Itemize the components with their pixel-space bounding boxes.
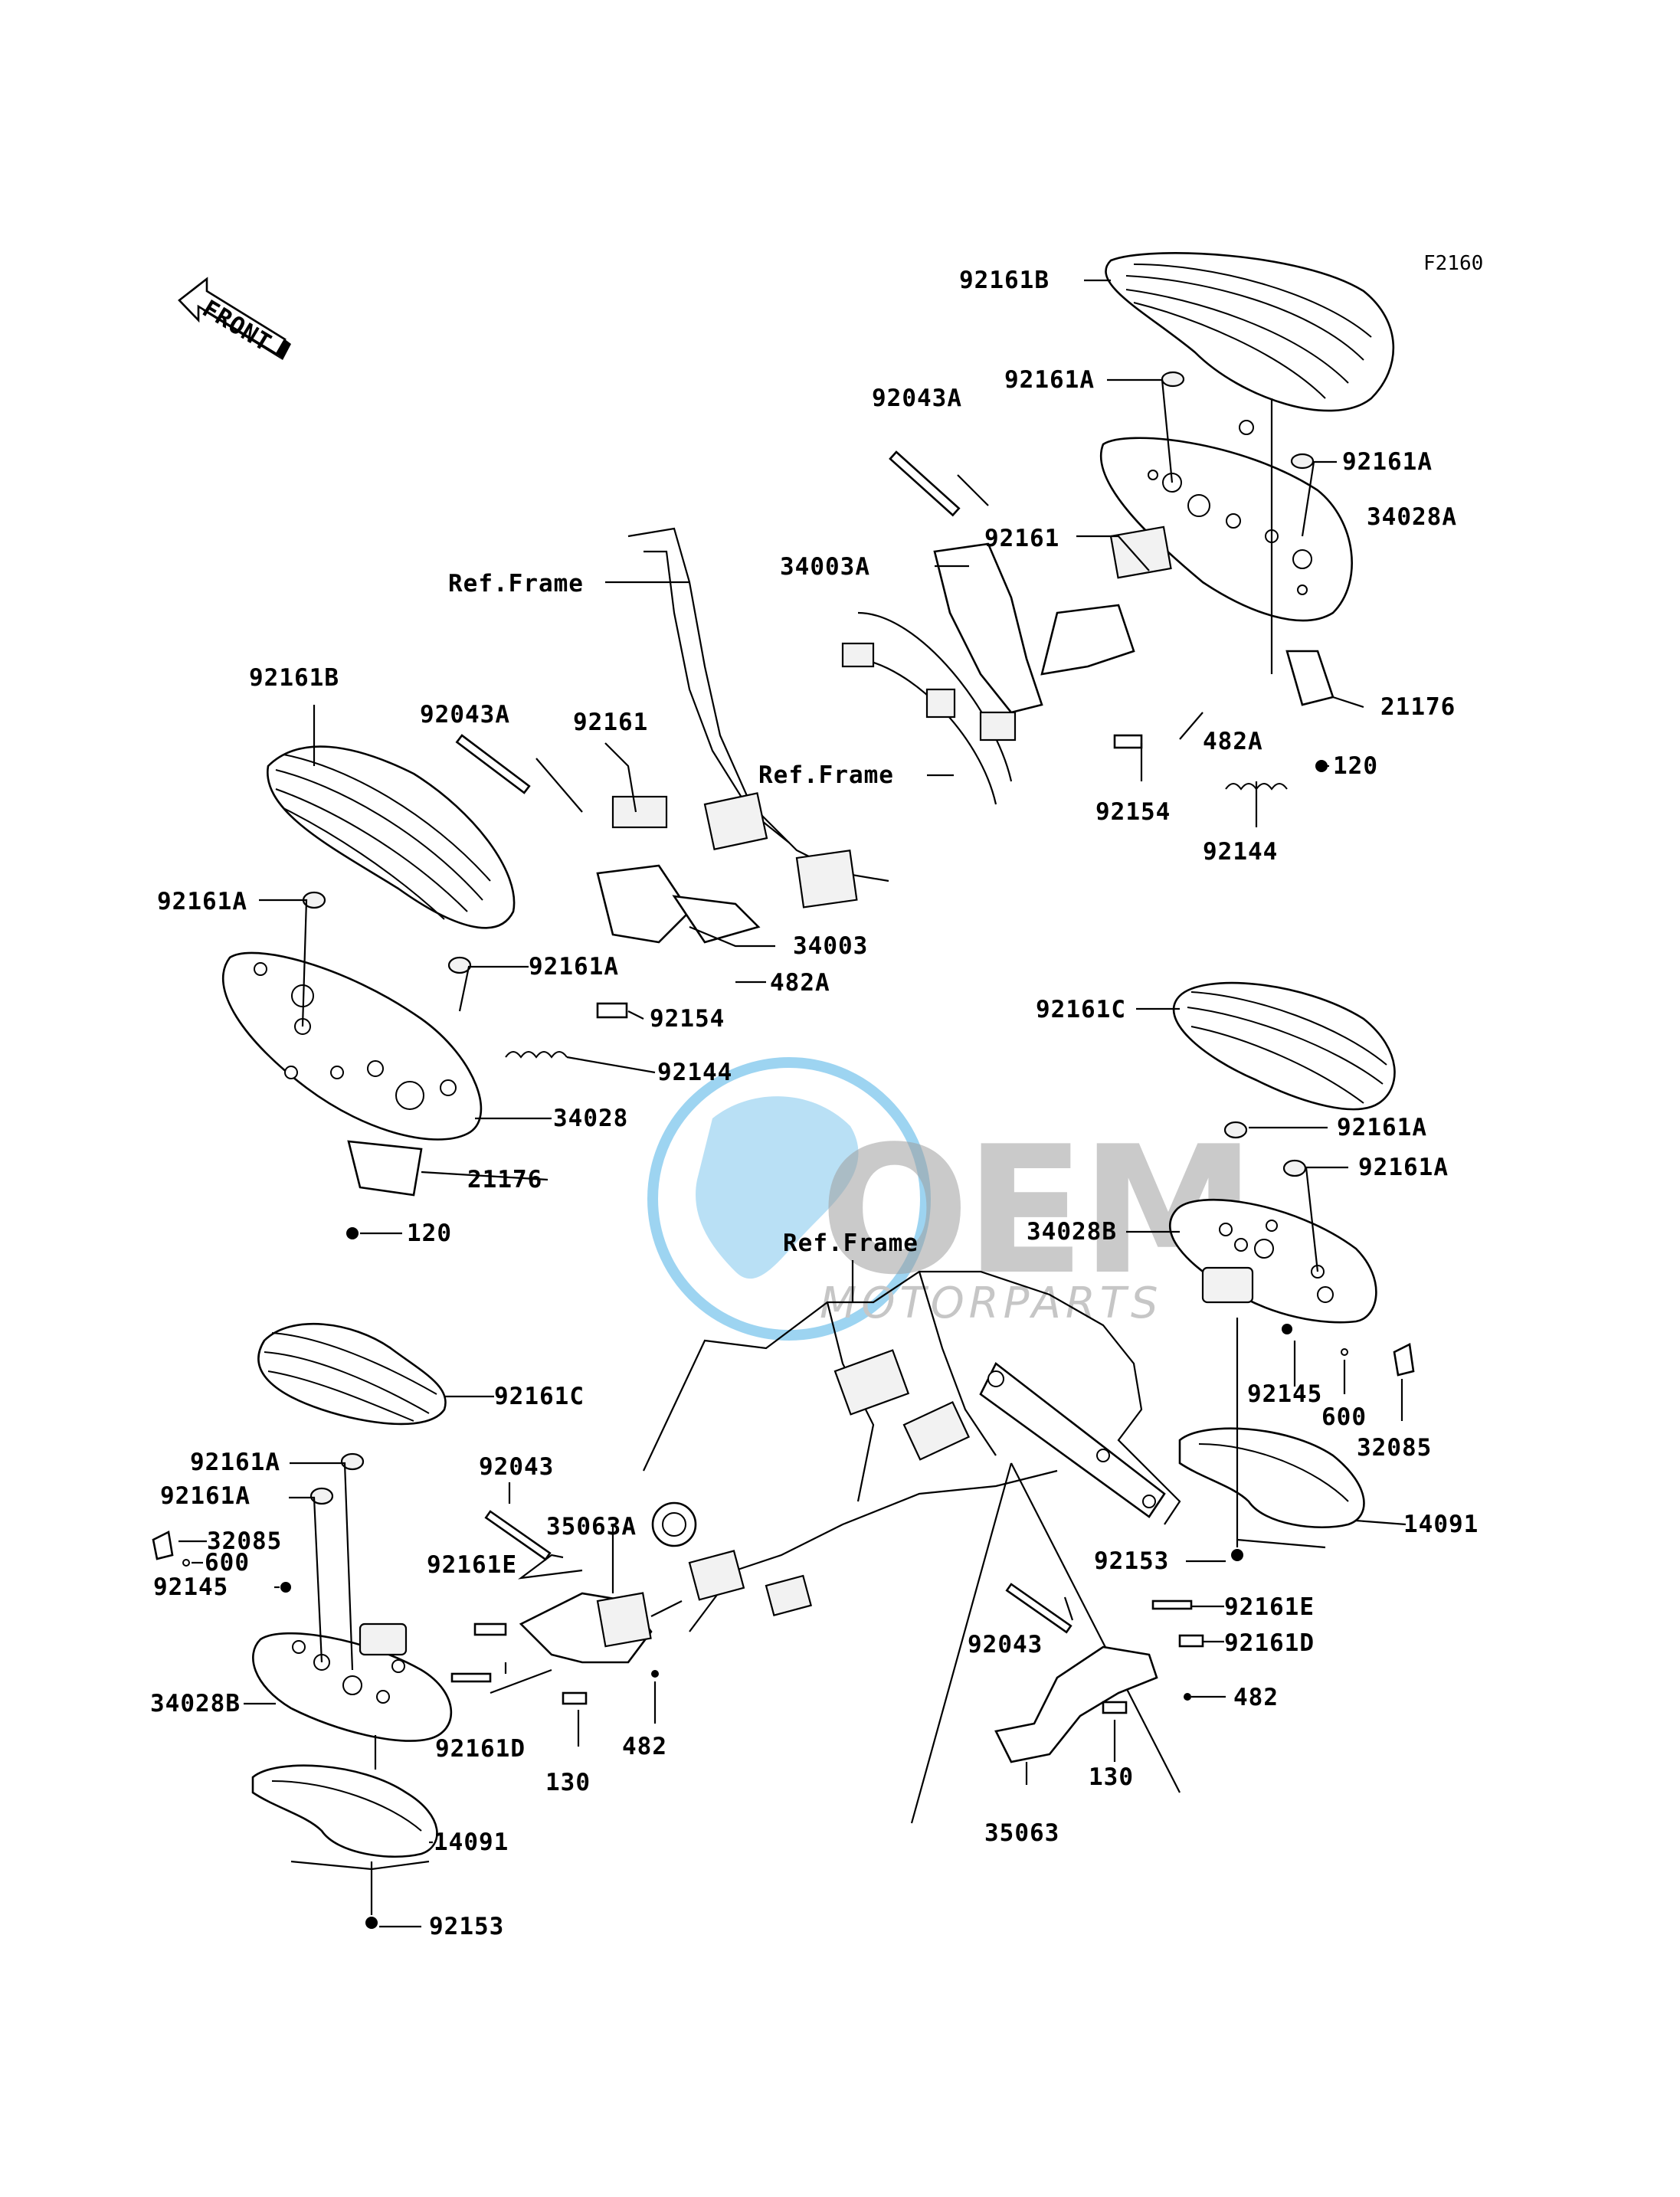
bottom-left-assembly	[152, 1322, 494, 1929]
figure-code: F2160	[1423, 252, 1483, 275]
label-92161d-bc: 92161D	[435, 1735, 526, 1763]
label-34003-tl: 34003	[793, 932, 868, 960]
top-left-assembly	[221, 527, 889, 1239]
label-600-mr: 600	[1321, 1403, 1367, 1431]
label-14091-mr: 14091	[1403, 1511, 1479, 1538]
label-92161-tr: 92161	[984, 525, 1059, 552]
label-92043a-tr: 92043A	[872, 385, 962, 412]
middle-right-assembly	[1126, 981, 1415, 1563]
label-34028b-mr: 34028B	[1027, 1218, 1117, 1246]
label-482-bc: 482	[622, 1733, 667, 1760]
watermark-sub: MOTORPARTS	[820, 1279, 1163, 1328]
oem-motorparts-watermark: OEM MOTORPARTS	[647, 1057, 1256, 1341]
label-92144-tr: 92144	[1203, 838, 1278, 866]
label-92144-tl: 92144	[657, 1059, 732, 1086]
label-482-br: 482	[1233, 1684, 1279, 1711]
label-21176-tl: 21176	[467, 1166, 542, 1193]
label-92161a-tl-1: 92161A	[157, 888, 247, 915]
label-ref-frame-tr: Ref.Frame	[758, 761, 894, 789]
label-600-bl: 600	[205, 1549, 250, 1577]
label-92161a-tr-2: 92161A	[1342, 448, 1433, 476]
label-34003a-tr: 34003A	[780, 553, 870, 581]
label-ref-frame-c: Ref.Frame	[783, 1229, 919, 1257]
label-92153-bl: 92153	[429, 1913, 504, 1940]
label-92154-tl: 92154	[650, 1005, 725, 1033]
label-92145-mr: 92145	[1247, 1380, 1322, 1408]
label-34028-tl: 34028	[553, 1105, 628, 1132]
label-92043-bc: 92043	[479, 1453, 554, 1481]
label-92161a-bl-1: 92161A	[190, 1449, 280, 1476]
label-92043-br: 92043	[968, 1631, 1043, 1658]
label-92161e-br: 92161E	[1224, 1593, 1315, 1621]
label-120-tr: 120	[1333, 752, 1378, 780]
label-14091-bl: 14091	[434, 1829, 509, 1856]
label-92161a-tr-1: 92161A	[1004, 366, 1095, 394]
label-130-br: 130	[1089, 1763, 1134, 1791]
label-92145-bl: 92145	[153, 1573, 228, 1601]
label-92153-mr: 92153	[1094, 1547, 1169, 1575]
label-130-bc: 130	[545, 1769, 591, 1796]
label-32085-bl: 32085	[207, 1527, 282, 1555]
label-92161a-bl-2: 92161A	[160, 1482, 251, 1510]
bottom-right-assembly	[994, 1583, 1226, 1785]
label-92043a-tl: 92043A	[420, 701, 510, 729]
label-482a-tl: 482A	[770, 969, 830, 997]
bottom-center-assembly	[450, 1482, 683, 1747]
label-21176-tr: 21176	[1380, 693, 1456, 721]
label-92161-tl: 92161	[573, 709, 648, 736]
label-ref-frame-tl: Ref.Frame	[448, 570, 584, 598]
top-right-assembly	[841, 252, 1395, 827]
label-92161c-mr: 92161C	[1036, 996, 1126, 1023]
label-92161b-tr: 92161B	[959, 267, 1050, 294]
label-92161a-mr-1: 92161A	[1337, 1114, 1427, 1141]
label-482a-tr: 482A	[1203, 728, 1263, 755]
label-92161c-bl: 92161C	[494, 1383, 585, 1410]
label-32085-mr: 32085	[1357, 1434, 1432, 1462]
label-92154-tr: 92154	[1095, 798, 1171, 826]
label-92161a-tl-2: 92161A	[529, 953, 619, 981]
center-frame-assembly	[643, 1260, 1181, 1824]
globe-icon	[696, 1096, 859, 1279]
label-92161d-br: 92161D	[1224, 1629, 1315, 1657]
label-34028b-bl: 34028B	[150, 1690, 241, 1717]
front-arrow-icon: FRONT	[178, 277, 291, 360]
label-35063a-bc: 35063A	[546, 1513, 637, 1541]
label-92161b-tl: 92161B	[249, 664, 339, 692]
label-120-tl: 120	[407, 1220, 452, 1247]
label-92161e-bc: 92161E	[427, 1551, 517, 1579]
label-35063-br: 35063	[984, 1819, 1059, 1847]
label-34028a-tr: 34028A	[1367, 503, 1457, 531]
label-92161a-mr-2: 92161A	[1358, 1154, 1449, 1181]
front-arrow-label: FRONT	[198, 295, 277, 358]
